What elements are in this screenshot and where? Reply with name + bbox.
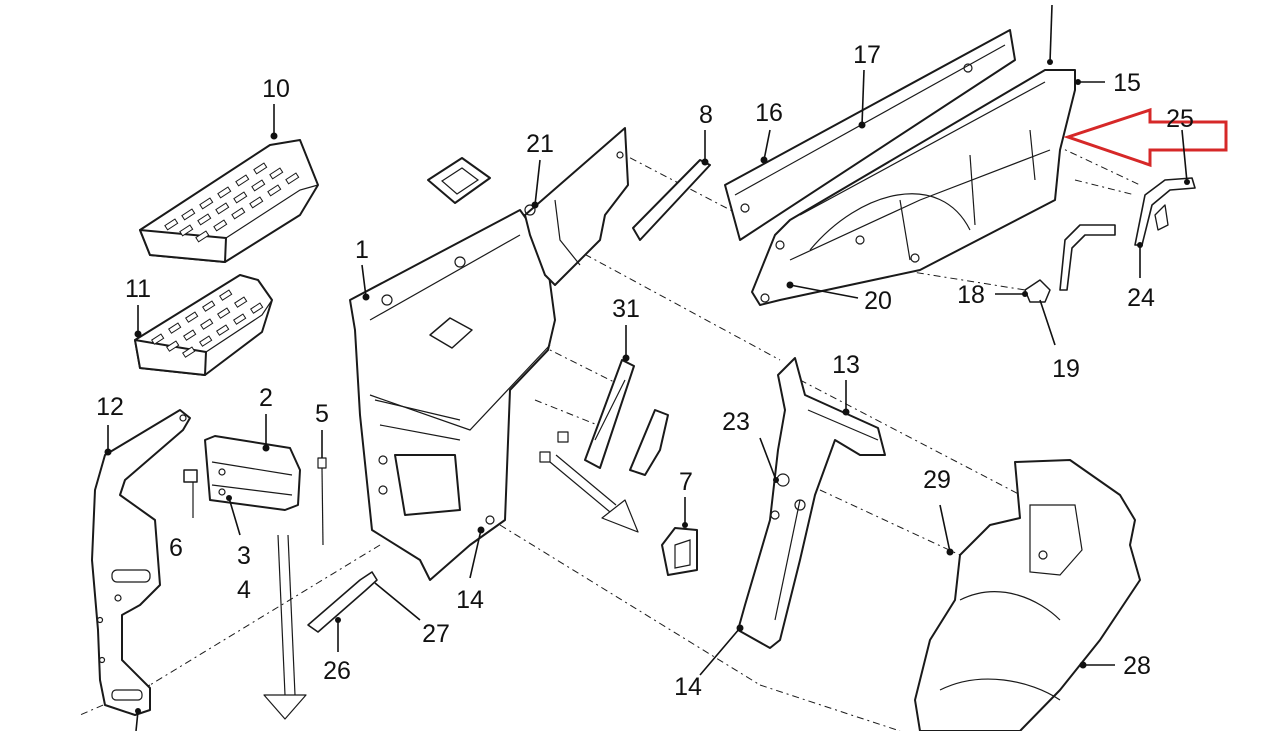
callout-labels: 10 11 12 2 5 6 3 4 1 21 8 16 17 15 25 24… <box>96 41 1194 701</box>
callout-13: 13 <box>832 351 860 379</box>
callout-17: 17 <box>853 41 881 69</box>
bracket-12 <box>91 409 191 731</box>
tread-grid-11 <box>151 289 264 358</box>
callout-15: 15 <box>1113 69 1141 97</box>
callout-8: 8 <box>699 101 713 129</box>
direction-arrow-diagonal <box>549 454 639 533</box>
long-panel-16 <box>724 29 1016 241</box>
callout-11: 11 <box>125 275 151 303</box>
trim-31 <box>584 325 669 476</box>
callout-19: 19 <box>1052 355 1080 383</box>
callout-31: 31 <box>612 295 640 323</box>
callout-6: 6 <box>169 534 183 562</box>
assembly-lines <box>79 144 1141 731</box>
callout-10: 10 <box>262 75 290 103</box>
clip-7 <box>661 497 698 576</box>
fasteners <box>539 431 569 463</box>
callout-3: 3 <box>237 542 251 570</box>
step-tread-10 <box>139 104 319 263</box>
callout-1: 1 <box>355 236 369 264</box>
tread-grid-10 <box>164 162 300 243</box>
liner-29 <box>914 459 1141 731</box>
hook-25 <box>1134 129 1196 246</box>
callout-7: 7 <box>679 468 693 496</box>
step-tread-11 <box>134 274 273 376</box>
callout-14-left: 14 <box>456 586 484 614</box>
highlight-arrow <box>1063 107 1228 168</box>
callout-21: 21 <box>526 130 554 158</box>
callout-16: 16 <box>755 99 783 127</box>
callout-28: 28 <box>1123 652 1151 680</box>
clip-6 <box>183 469 198 518</box>
bolt-5 <box>317 430 327 546</box>
callout-14-right: 14 <box>674 673 702 701</box>
side-panel-21 <box>524 127 629 286</box>
callout-29: 29 <box>923 466 951 494</box>
hook-24 <box>1059 224 1143 291</box>
main-panel-1 <box>349 209 556 581</box>
callout-24: 24 <box>1127 284 1155 312</box>
strip-8 <box>632 130 711 241</box>
callout-4: 4 <box>237 576 251 604</box>
callout-5: 5 <box>315 400 329 428</box>
pillar-13 <box>699 357 886 676</box>
callout-25: 25 <box>1166 105 1194 133</box>
callout-23: 23 <box>722 408 750 436</box>
callout-2: 2 <box>259 384 273 412</box>
guard-2 <box>204 414 301 536</box>
callout-12: 12 <box>96 393 124 421</box>
clip-18 <box>995 279 1056 346</box>
callout-27: 27 <box>422 620 450 648</box>
callout-18: 18 <box>957 281 985 309</box>
rod-26 <box>307 571 421 652</box>
cover-plate <box>427 157 491 204</box>
callout-20: 20 <box>864 287 892 315</box>
callout-26: 26 <box>323 657 351 685</box>
arch-panel-15 <box>751 4 1105 306</box>
direction-arrow-down <box>263 534 307 720</box>
